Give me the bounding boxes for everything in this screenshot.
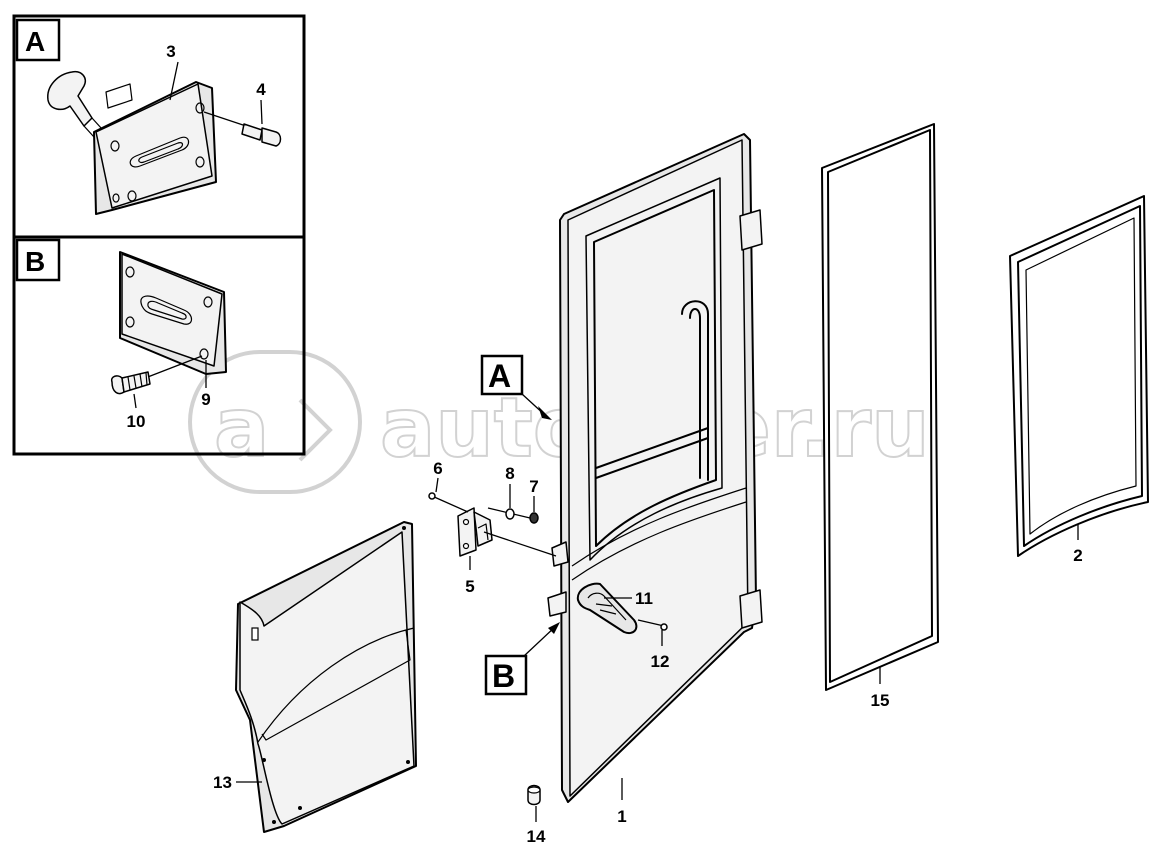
part-number-2: 2 — [1073, 546, 1082, 565]
inset-a-label-box — [15, 18, 61, 62]
stopper-14 — [527, 784, 541, 806]
window-seal-15 — [821, 123, 939, 691]
callout-b-letter: B — [492, 658, 515, 694]
hinge-lower — [739, 589, 763, 629]
part-number-8: 8 — [505, 464, 514, 483]
handle-lever — [47, 70, 93, 127]
leader-4 — [260, 99, 263, 125]
inset-panel: A 3 — [12, 14, 306, 456]
inset-b-label-box — [15, 238, 61, 282]
part-number-14: 14 — [527, 827, 546, 846]
leader-10 — [133, 393, 137, 409]
part-number-9: 9 — [201, 390, 210, 409]
inset-a: A 3 — [15, 18, 282, 215]
door-1 — [547, 133, 763, 803]
part-number-12: 12 — [651, 652, 670, 671]
leader-6 — [435, 477, 439, 493]
inner-panel-13 — [235, 521, 417, 833]
part-number-5: 5 — [465, 577, 474, 596]
part-number-7: 7 — [529, 477, 538, 496]
door-handle-11 — [576, 582, 638, 634]
part-number-3: 3 — [166, 42, 175, 61]
screw-12 — [637, 619, 668, 631]
part-number-labels: 1 2 5 6 7 8 11 12 13 14 15 — [213, 459, 1083, 846]
window-glass-2 — [1009, 195, 1149, 557]
screw-10 — [110, 355, 203, 395]
inset-b: B 9 10 — [15, 238, 227, 431]
inset-a-letter: A — [25, 26, 45, 57]
callout-a: A — [480, 354, 552, 420]
part-number-15: 15 — [871, 691, 890, 710]
part-number-1: 1 — [617, 807, 626, 826]
inset-b-letter: B — [25, 246, 45, 277]
hinge-upper — [739, 209, 763, 251]
callout-b: B — [484, 622, 560, 696]
watermark-logo-letter: a — [214, 381, 269, 476]
nut-7 — [529, 512, 539, 524]
washer-8 — [487, 507, 531, 520]
part-number-6: 6 — [433, 459, 442, 478]
callout-a-letter: A — [488, 358, 511, 394]
leader-3 — [169, 61, 179, 101]
part-number-10: 10 — [127, 412, 146, 431]
screw-4 — [203, 111, 282, 147]
latch-5 — [457, 507, 557, 557]
part-number-13: 13 — [213, 773, 232, 792]
screw-6 — [428, 492, 469, 513]
part-number-4: 4 — [256, 80, 266, 99]
part-number-11: 11 — [635, 589, 653, 608]
